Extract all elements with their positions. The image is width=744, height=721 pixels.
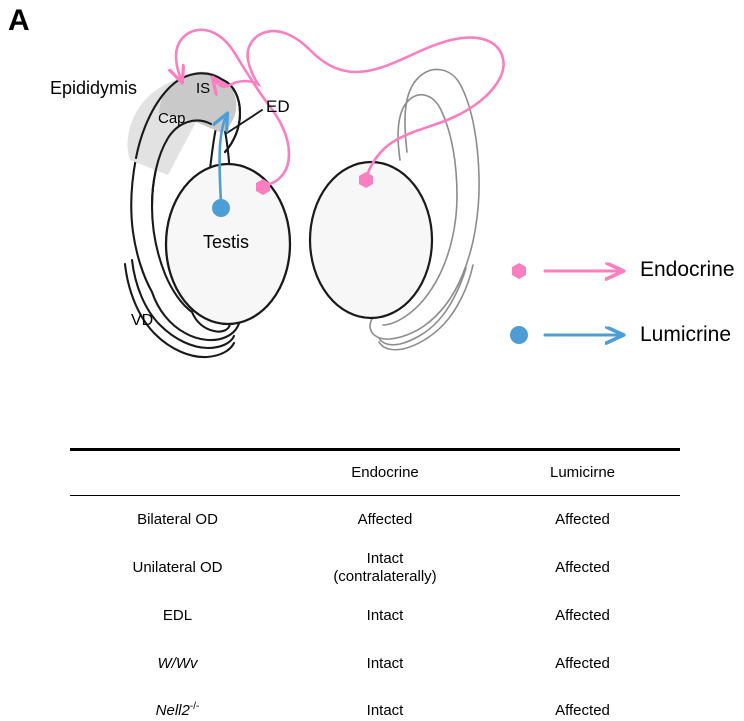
table-row: Bilateral OD Affected Affected bbox=[70, 496, 680, 544]
gene-superscript: -/- bbox=[189, 701, 200, 713]
legend-endocrine-hexagon-marker bbox=[512, 263, 526, 279]
label-vas-deferens: VD bbox=[131, 312, 154, 329]
cell-lumicrine: Affected bbox=[555, 606, 610, 624]
table-row: Unilateral OD Intact (contralaterally) A… bbox=[70, 544, 680, 592]
efferent-duct-leader-line bbox=[226, 109, 263, 134]
cell-endocrine: Intact bbox=[366, 654, 404, 672]
table-header: Endocrine Lumicirne bbox=[70, 449, 680, 496]
cell-endocrine: Intact bbox=[366, 701, 404, 719]
gene-name: Nell2 bbox=[155, 702, 190, 720]
table-body: Bilateral OD Affected Affected Unilatera… bbox=[70, 496, 680, 721]
panel-a-letter: A bbox=[8, 4, 30, 37]
right-testis-body bbox=[308, 160, 434, 320]
panel-a: A bbox=[8, 4, 744, 359]
gene-name: W/Wv bbox=[157, 654, 198, 672]
panel-b: B Endocrine Lumicirne Bilateral OD Affec… bbox=[0, 410, 744, 721]
lumicrine-arrow-group bbox=[212, 114, 230, 217]
lumicrine-factor-marker bbox=[212, 199, 230, 217]
row-label-nell2-ko: Nell2-/- bbox=[70, 688, 285, 721]
label-epididymis: Epididymis bbox=[50, 78, 138, 98]
endocrine-arrow-group bbox=[176, 28, 505, 187]
endocrine-factor-markers bbox=[256, 172, 373, 195]
row-label-bilateral-od: Bilateral OD bbox=[137, 510, 218, 528]
column-header-lumicrine: Lumicirne bbox=[549, 464, 616, 482]
results-table: Endocrine Lumicirne Bilateral OD Affecte… bbox=[70, 448, 680, 721]
cell-endocrine: Affected bbox=[357, 510, 413, 528]
legend-label-lumicrine: Lumicrine bbox=[640, 323, 732, 346]
cell-lumicrine: Affected bbox=[555, 510, 610, 528]
table-row: Nell2-/- Intact Affected bbox=[70, 688, 680, 721]
row-label-edl: EDL bbox=[162, 606, 193, 624]
label-testis: Testis bbox=[203, 232, 250, 252]
column-header-condition bbox=[70, 450, 285, 496]
reproductive-tract-diagram bbox=[123, 28, 744, 359]
diagram-legend bbox=[510, 263, 622, 344]
column-header-endocrine: Endocrine bbox=[351, 464, 419, 482]
cell-lumicrine: Affected bbox=[555, 701, 610, 719]
label-initial-segment: IS bbox=[196, 80, 211, 97]
cell-endocrine-value: Intact bbox=[366, 549, 404, 567]
row-label-unilateral-od: Unilateral OD bbox=[132, 558, 223, 576]
table-row: W/Wv Intact Affected bbox=[70, 640, 680, 688]
legend-label-endocrine: Endocrine bbox=[640, 258, 735, 281]
cell-endocrine-note: (contralaterally) bbox=[333, 567, 437, 585]
row-label-w-wv: W/Wv bbox=[70, 640, 285, 688]
legend-lumicrine-circle-marker bbox=[510, 326, 528, 344]
label-caput: Cap bbox=[158, 110, 186, 127]
endocrine-factor-marker-left bbox=[256, 179, 270, 195]
cell-endocrine: Intact (contralaterally) bbox=[285, 544, 485, 592]
left-testis-body bbox=[164, 162, 292, 326]
cell-lumicrine: Affected bbox=[555, 558, 610, 576]
cell-lumicrine: Affected bbox=[555, 654, 610, 672]
cell-endocrine: Intact bbox=[366, 606, 404, 624]
endocrine-factor-marker-right bbox=[359, 172, 373, 188]
table-row: EDL Intact Affected bbox=[70, 592, 680, 640]
label-efferent-ducts: ED bbox=[266, 97, 290, 116]
